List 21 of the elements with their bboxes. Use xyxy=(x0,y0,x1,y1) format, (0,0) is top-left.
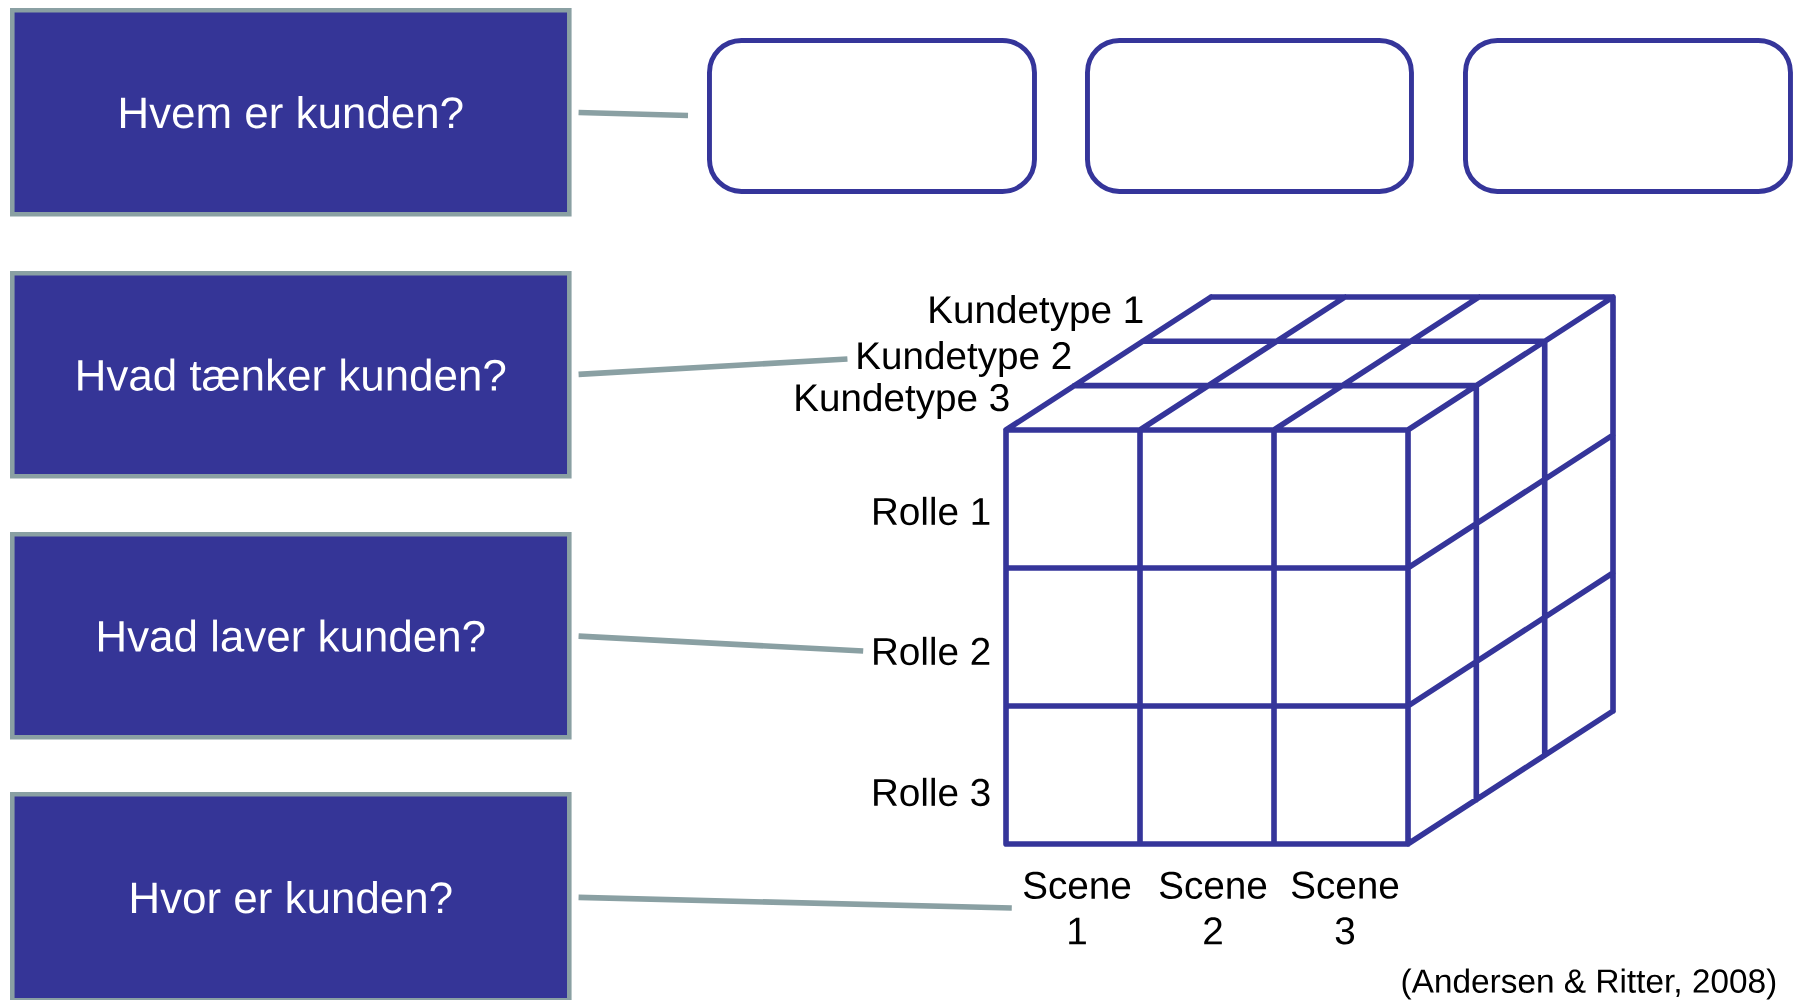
leader-line xyxy=(578,109,689,119)
axis-label: Kundetype 3 xyxy=(796,383,1009,419)
leader-line xyxy=(578,356,848,378)
axis-label: Scene 2 xyxy=(1159,871,1267,945)
question-box: Hvad laver kunden? xyxy=(10,532,572,740)
empty-rounded-box xyxy=(1463,38,1793,194)
citation: (Andersen & Ritter, 2008) xyxy=(1402,968,1776,1000)
axis-label: Scene 3 xyxy=(1291,871,1399,945)
axis-label: Rolle 2 xyxy=(874,636,990,666)
question-box: Hvem er kunden? xyxy=(10,8,572,217)
leader-line xyxy=(578,633,864,654)
empty-rounded-box xyxy=(707,38,1037,194)
axis-label: Rolle 3 xyxy=(874,777,990,807)
axis-label: Scene 1 xyxy=(1023,871,1131,945)
question-box: Hvad tænker kunden? xyxy=(10,271,572,479)
axis-label: Rolle 1 xyxy=(874,496,990,526)
leader-line xyxy=(578,894,1012,911)
question-box: Hvor er kunden? xyxy=(10,792,572,1000)
axis-label: Kundetype 2 xyxy=(858,341,1071,377)
axis-label: Kundetype 1 xyxy=(930,295,1143,331)
empty-rounded-box xyxy=(1085,38,1414,194)
